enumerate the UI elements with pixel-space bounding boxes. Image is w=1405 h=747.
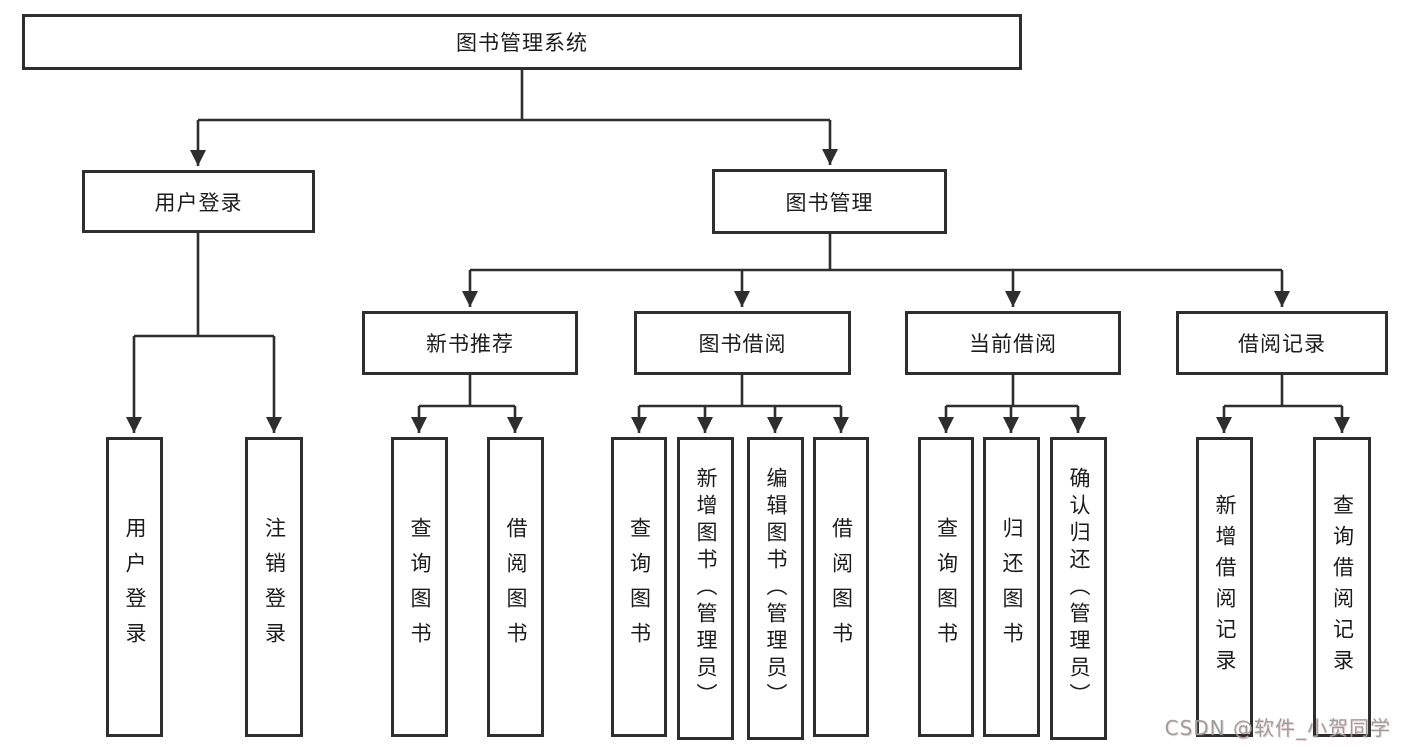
node-label: 新书推荐	[426, 332, 514, 356]
node-label: 用户登录	[123, 517, 147, 657]
node-label: 用户登录	[154, 190, 243, 215]
connector-current-borrow-children	[938, 375, 1086, 433]
connector-user-login-children	[126, 233, 282, 433]
leaf-user-login: 用户登录	[106, 437, 163, 737]
node-borrowing-records: 借阅记录	[1176, 311, 1388, 375]
connector-borrow-record-children	[1216, 375, 1350, 433]
leaf-query-books-recommend: 查询图书	[391, 437, 448, 737]
node-label: 图书管理	[785, 190, 874, 215]
node-label: 确认归还（管理员）	[1067, 467, 1091, 710]
node-book-borrowing: 图书借阅	[634, 311, 851, 375]
node-label: 当前借阅	[969, 332, 1057, 356]
node-current-borrowing: 当前借阅	[905, 311, 1121, 375]
node-label: 图书借阅	[698, 332, 787, 356]
node-label: 图书管理系统	[456, 31, 588, 55]
node-label: 借阅图书	[829, 517, 854, 657]
node-label: 查询图书	[408, 517, 432, 657]
leaf-borrow-books-borrowing: 借阅图书	[813, 437, 869, 737]
node-user-login: 用户登录	[82, 170, 315, 233]
node-label: 查询图书	[934, 517, 959, 657]
leaf-add-book-admin: 新增图书（管理员）	[677, 437, 734, 740]
node-label: 查询图书	[627, 517, 652, 657]
leaf-query-books-current: 查询图书	[918, 437, 974, 737]
node-new-book-recommendation: 新书推荐	[362, 311, 578, 375]
node-library-system: 图书管理系统	[22, 14, 1022, 70]
leaf-add-borrow-record: 新增借阅记录	[1196, 437, 1253, 737]
leaf-borrow-books-recommend: 借阅图书	[487, 437, 544, 737]
leaf-query-books-borrowing: 查询图书	[611, 437, 667, 737]
leaf-return-books: 归还图书	[983, 437, 1040, 737]
node-label: 编辑图书（管理员）	[764, 467, 788, 710]
connector-root-to-level2	[190, 70, 838, 166]
node-label: 借阅图书	[504, 517, 528, 657]
leaf-logout: 注销登录	[245, 437, 303, 737]
node-label: 新增借阅记录	[1213, 494, 1237, 680]
node-label: 借阅记录	[1238, 332, 1326, 356]
connector-new-book-children	[411, 375, 523, 433]
leaf-edit-book-admin: 编辑图书（管理员）	[747, 437, 804, 740]
csdn-watermark: CSDN @软件_小贺同学	[1164, 716, 1391, 740]
node-label: 注销登录	[262, 517, 287, 657]
connector-book-management-children	[462, 234, 1290, 307]
node-book-management: 图书管理	[712, 169, 947, 234]
connector-book-borrow-children	[631, 375, 849, 433]
leaf-confirm-return-admin: 确认归还（管理员）	[1050, 437, 1107, 740]
leaf-query-borrow-record: 查询借阅记录	[1313, 437, 1371, 737]
node-label: 查询借阅记录	[1330, 494, 1355, 680]
node-label: 新增图书（管理员）	[694, 467, 718, 710]
node-label: 归还图书	[1000, 517, 1024, 657]
